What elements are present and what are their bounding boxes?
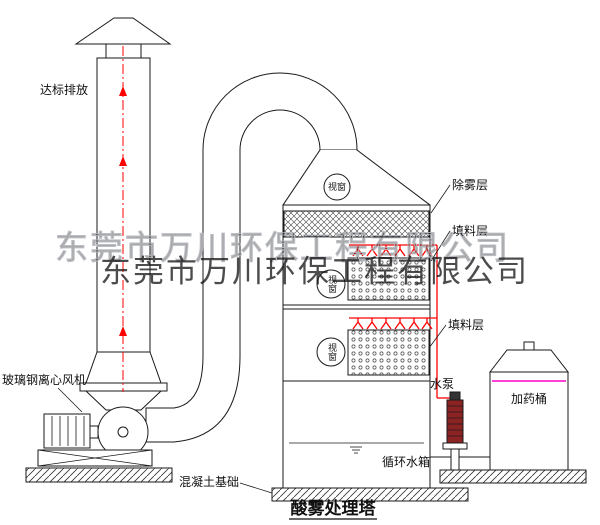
packing-upper-leader-line bbox=[430, 230, 451, 262]
spray-nozzle-icon bbox=[394, 245, 406, 257]
foundation-leader-line bbox=[239, 482, 273, 494]
stack-cone bbox=[84, 390, 163, 411]
sight-window-middle bbox=[316, 269, 346, 299]
fan-hub bbox=[117, 426, 129, 438]
tank-top-nub bbox=[523, 341, 535, 351]
tower-hood bbox=[283, 150, 430, 205]
pump-label: 水泵 bbox=[430, 377, 454, 391]
water-pump bbox=[442, 391, 468, 471]
duct bbox=[145, 72, 358, 443]
tank-foundation bbox=[439, 469, 587, 484]
spray-system bbox=[349, 244, 450, 399]
fan-label: 玻璃钢离心风机 bbox=[2, 372, 86, 387]
pump-base-flange bbox=[442, 442, 468, 450]
tank-shoulder bbox=[488, 349, 570, 373]
dosing-tank-label: 加药桶 bbox=[511, 391, 547, 406]
fan-foundation bbox=[25, 467, 173, 483]
spray-nozzle-icon bbox=[394, 318, 406, 330]
spray-nozzle-icon bbox=[380, 318, 392, 330]
spray-nozzle-icon bbox=[366, 245, 378, 257]
pump-stand bbox=[450, 448, 460, 471]
fan-leader-line bbox=[57, 387, 83, 413]
pump-top-cap bbox=[449, 391, 461, 401]
packing-band-lower bbox=[347, 329, 430, 376]
spray-nozzles-lower bbox=[352, 318, 433, 330]
spray-nozzle-icon bbox=[408, 318, 420, 330]
spray-nozzle-icon bbox=[352, 245, 364, 257]
sight-window-lower-label: 视窗 bbox=[326, 342, 337, 362]
watermark: 东莞市万川环保工程有限公司 东莞市万川环保工程有限公司 bbox=[55, 228, 529, 291]
flow-arrow-icon bbox=[119, 156, 127, 166]
watermark-teal-text: 东莞市万川环保工程有限公司 bbox=[100, 254, 529, 290]
pump-body bbox=[446, 399, 464, 444]
flow-arrow-icon bbox=[119, 326, 127, 336]
page-title: 酸雾处理塔 bbox=[291, 498, 377, 519]
spray-nozzle-icon bbox=[380, 245, 392, 257]
watermark-outline-text: 东莞市万川环保工程有限公司 bbox=[55, 228, 510, 267]
spray-nozzle-icon bbox=[421, 318, 433, 330]
concrete-foundation-label: 混凝土基础 bbox=[179, 474, 239, 489]
duct-outline bbox=[145, 72, 358, 443]
tank-body bbox=[489, 371, 569, 471]
spray-nozzle-icon bbox=[408, 245, 420, 257]
packing-upper-label: 填料层 bbox=[452, 224, 488, 238]
demister-label: 除雾层 bbox=[452, 177, 488, 192]
spray-nozzle-icon bbox=[421, 245, 433, 257]
water-surface-line bbox=[289, 442, 424, 454]
packing-lower-leader-line bbox=[428, 324, 447, 349]
flow-arrows bbox=[119, 86, 127, 336]
title-block: 酸雾处理塔 bbox=[289, 498, 377, 520]
sight-window-middle-label: 视窗 bbox=[326, 274, 337, 294]
centrifugal-fan bbox=[37, 406, 153, 467]
demister-leader-line bbox=[430, 184, 451, 214]
demister-band bbox=[283, 210, 430, 238]
packing-band-upper bbox=[347, 257, 430, 301]
sight-window-top bbox=[323, 173, 351, 201]
treatment-tower: 视窗 视窗 视窗 循环水箱 bbox=[282, 149, 431, 489]
emission-label: 达标排放 bbox=[40, 82, 88, 97]
circulating-tank-label: 循环水箱 bbox=[382, 454, 430, 469]
spray-nozzle-icon bbox=[366, 318, 378, 330]
fan-motor bbox=[43, 413, 91, 449]
dosing-tank: 加药桶 bbox=[488, 341, 570, 471]
sight-window-top-label: 视窗 bbox=[328, 181, 346, 193]
sight-window-lower bbox=[316, 337, 346, 367]
exhaust-stack bbox=[74, 17, 172, 411]
spray-nozzle-icon bbox=[352, 318, 364, 330]
stack-rain-cap bbox=[74, 17, 172, 45]
spray-nozzles-upper bbox=[352, 245, 433, 257]
packing-lower-label: 填料层 bbox=[448, 318, 484, 332]
flow-arrow-icon bbox=[119, 86, 127, 96]
annotations: 达标排放 玻璃钢离心风机 混凝土基础 除雾层 填料层 填料层 bbox=[2, 82, 488, 494]
fan-shaft bbox=[89, 425, 99, 439]
